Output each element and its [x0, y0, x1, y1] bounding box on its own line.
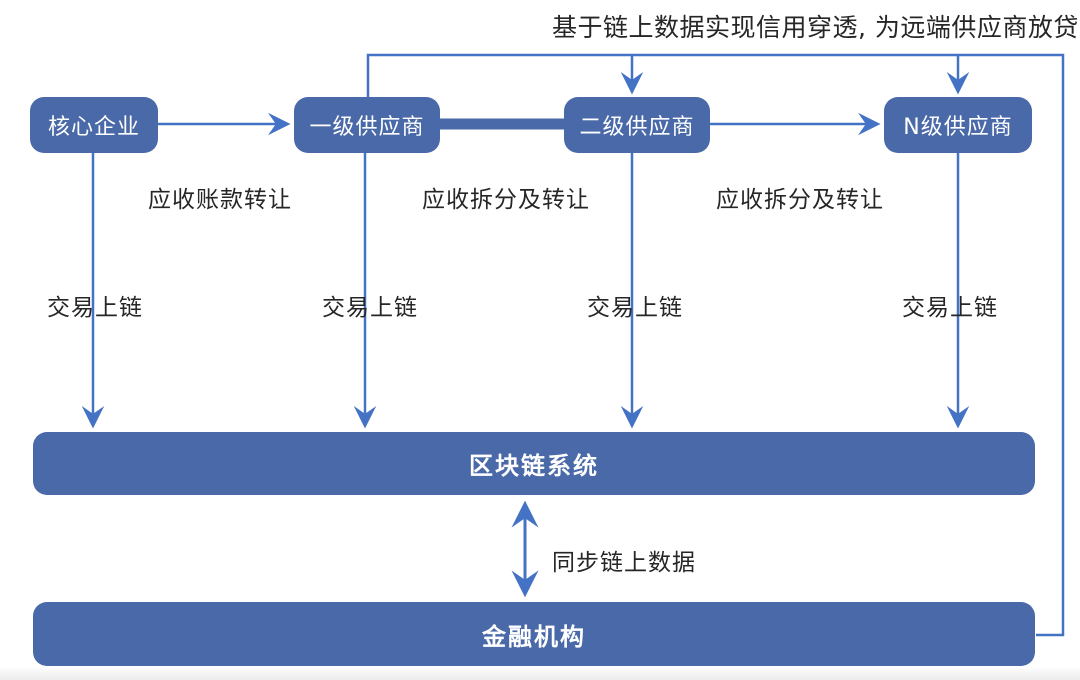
node-tier2-supplier: 二级供应商	[564, 97, 710, 153]
node-tier1-supplier-label: 一级供应商	[309, 115, 425, 140]
node-tierN-supplier-label: N级供应商	[903, 115, 1013, 140]
label-split-transfer-1: 应收拆分及转让	[422, 187, 590, 213]
node-tier1-supplier: 一级供应商	[294, 97, 440, 153]
node-core-enterprise: 核心企业	[30, 97, 158, 153]
label-onchain-tier2: 交易上链	[587, 295, 683, 321]
label-onchain-tier1: 交易上链	[322, 295, 418, 321]
bar-blockchain-system: 区块链系统	[33, 432, 1035, 495]
node-tierN-supplier: N级供应商	[884, 97, 1032, 153]
label-split-transfer-2: 应收拆分及转让	[716, 187, 884, 213]
bottom-shadow-strip	[0, 668, 1080, 680]
label-onchain-tierN: 交易上链	[902, 295, 998, 321]
bar-blockchain-system-label: 区块链系统	[469, 452, 599, 480]
bar-financial-institution-label: 金融机构	[482, 622, 586, 651]
credit-penetration-line	[366, 53, 1065, 637]
diagram-caption: 基于链上数据实现信用穿透, 为远端供应商放贷	[552, 13, 1079, 42]
bar-financial-institution: 金融机构	[33, 602, 1035, 666]
node-core-enterprise-label: 核心企业	[47, 115, 140, 140]
label-onchain-core: 交易上链	[47, 295, 143, 321]
label-sync-onchain-data: 同步链上数据	[552, 550, 696, 576]
label-receivable-transfer: 应收账款转让	[148, 187, 292, 213]
node-tier2-supplier-label: 二级供应商	[579, 115, 695, 140]
